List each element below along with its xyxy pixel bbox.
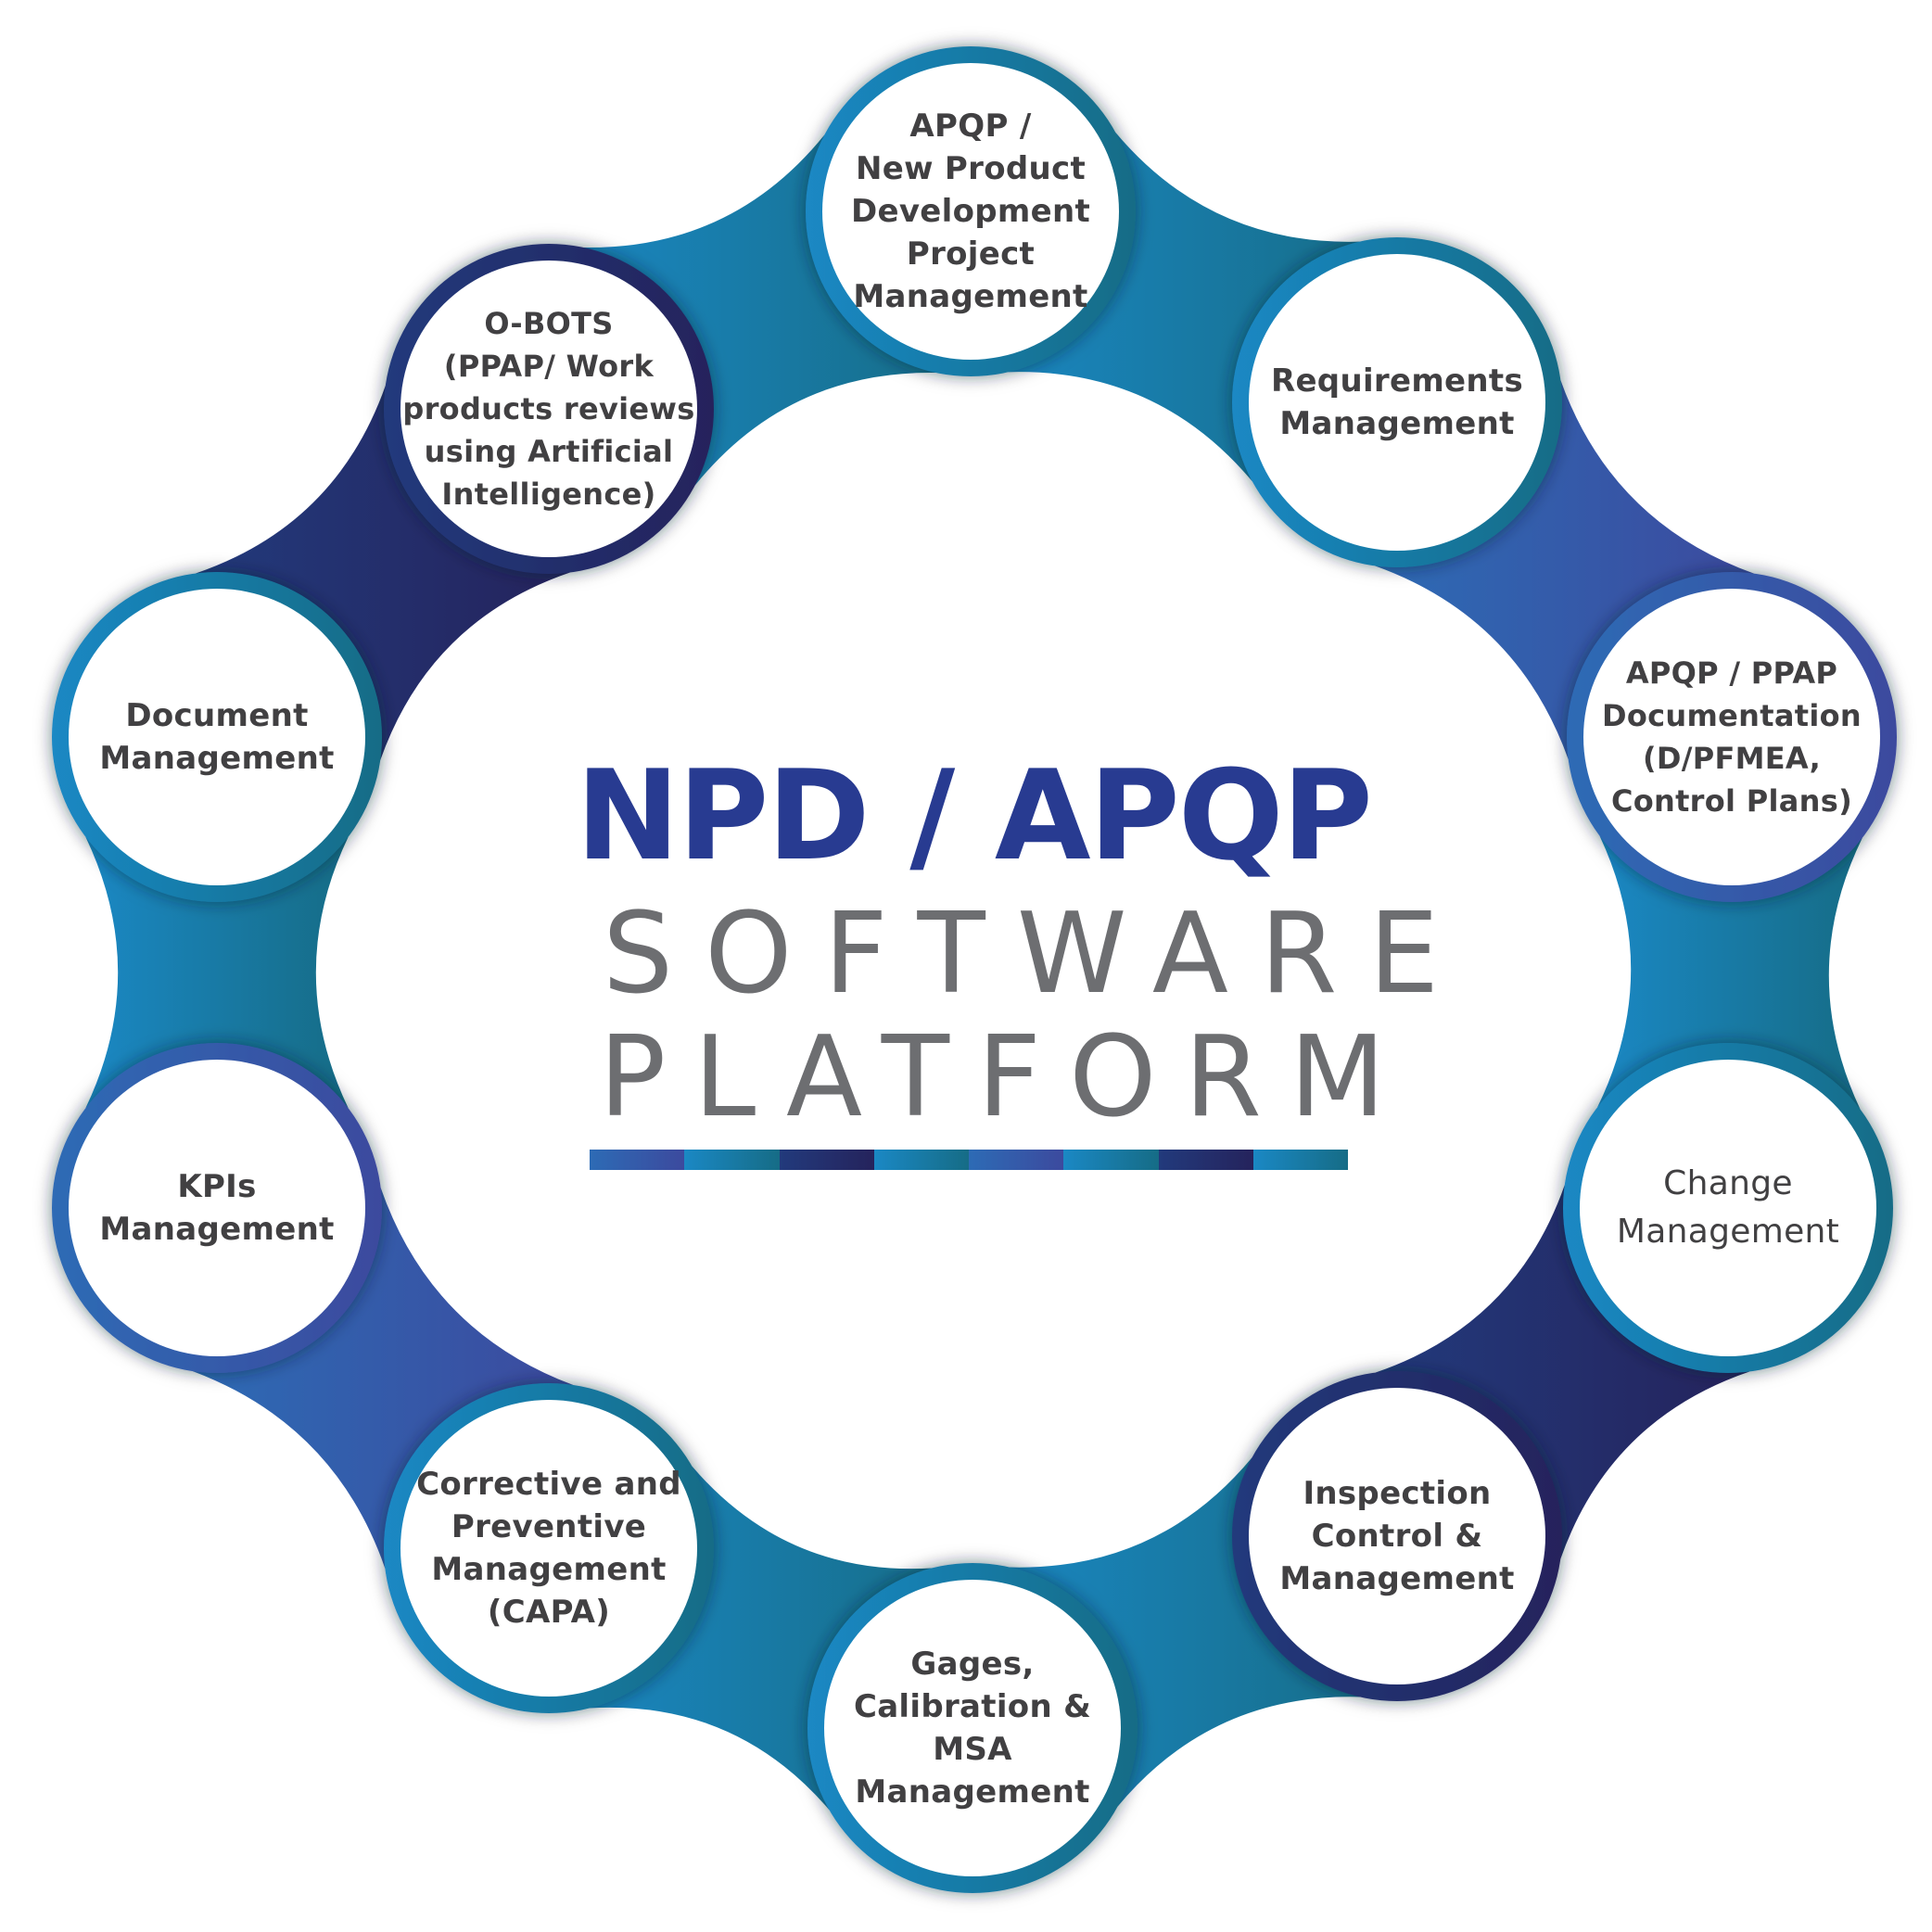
disk-change xyxy=(1580,1060,1876,1356)
rings-layer xyxy=(52,46,1897,1893)
color-bar-segment-7 xyxy=(1158,1150,1253,1170)
node-change xyxy=(1563,1043,1893,1373)
label-change: Change Management xyxy=(1616,1164,1840,1251)
title-color-bar xyxy=(590,1150,1348,1170)
color-bar-segment-2 xyxy=(684,1150,780,1170)
node-obots xyxy=(384,244,714,574)
node-kpis xyxy=(52,1043,382,1373)
disk-inspection xyxy=(1249,1388,1545,1684)
label-apqp-ppap: APQP / PPAP Documentation (D/PFMEA, Cont… xyxy=(1602,655,1862,819)
disk-requirements xyxy=(1249,254,1545,551)
color-bar-segment-4 xyxy=(873,1150,969,1170)
node-apqp-npd xyxy=(806,46,1136,376)
disk-apqp-npd xyxy=(822,63,1119,360)
title-npd-apqp: NPD / APQP xyxy=(576,744,1373,888)
label-gages: Gages, Calibration & MSA Management xyxy=(853,1646,1092,1811)
disk-gages xyxy=(824,1580,1121,1876)
title-software: SOFTWARE xyxy=(603,890,1471,1019)
label-capa: Corrective and Preventive Management (CA… xyxy=(416,1466,681,1631)
color-bar-segment-8 xyxy=(1252,1150,1348,1170)
color-bar-segment-1 xyxy=(590,1150,685,1170)
node-inspection xyxy=(1232,1371,1562,1701)
disk-capa xyxy=(400,1400,697,1697)
title-platform: PLATFORM xyxy=(599,1013,1414,1142)
color-bar-segment-6 xyxy=(1063,1150,1159,1170)
node-capa xyxy=(384,1383,714,1713)
disk-kpis xyxy=(69,1060,365,1356)
disk-document xyxy=(69,589,365,885)
label-obots: O-BOTS (PPAP/ Work products reviews usin… xyxy=(402,306,695,512)
label-apqp-npd: APQP / New Product Development Project M… xyxy=(850,108,1091,315)
color-bar-segment-5 xyxy=(969,1150,1064,1170)
label-requirements: Requirements Management xyxy=(1270,362,1524,442)
color-bar-segment-3 xyxy=(779,1150,874,1170)
node-requirements xyxy=(1232,237,1562,567)
node-gages xyxy=(807,1563,1138,1893)
label-inspection: Inspection Control & Management xyxy=(1279,1475,1515,1597)
label-kpis: KPIs Management xyxy=(99,1168,335,1248)
label-document: Document Management xyxy=(99,697,335,777)
disk-apqp-ppap xyxy=(1583,589,1880,885)
disk-obots xyxy=(400,261,697,557)
node-document xyxy=(52,572,382,902)
node-apqp-ppap xyxy=(1567,572,1897,902)
